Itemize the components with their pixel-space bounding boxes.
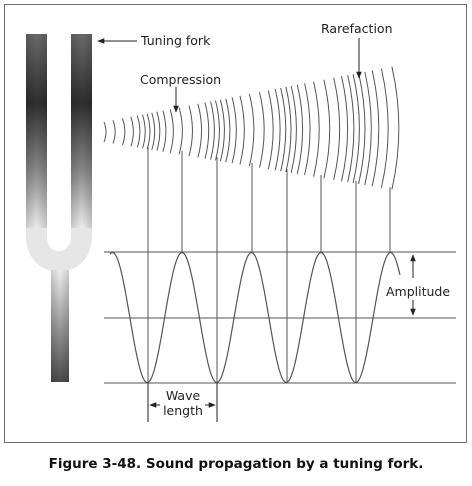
label-length: length <box>163 403 203 418</box>
wave-arc <box>341 76 349 182</box>
wave-arc <box>333 77 341 181</box>
wave-arc <box>347 74 355 183</box>
wave-arc <box>210 101 215 160</box>
wave-arc <box>248 93 255 167</box>
wave-arc <box>130 116 134 147</box>
wave-arc <box>285 86 292 173</box>
wave-arc <box>280 87 287 172</box>
wave-arc <box>151 112 156 151</box>
wave-arc <box>380 68 389 188</box>
wave-arc <box>162 110 167 152</box>
wave-arc <box>371 70 380 187</box>
tuning-fork-illustration <box>26 34 92 382</box>
wave-arc <box>239 95 245 165</box>
wave-arc <box>296 84 304 175</box>
wave-arc <box>204 102 210 159</box>
sine-wave <box>109 251 401 384</box>
wave-arc <box>259 91 265 168</box>
wave-arc <box>178 107 183 155</box>
wave-arc <box>323 79 331 179</box>
label-amplitude: Amplitude <box>386 284 450 299</box>
wave-arc <box>364 71 372 186</box>
wave-arc <box>169 109 174 154</box>
wave-arc <box>103 121 107 143</box>
wave-arc <box>358 72 366 185</box>
horizontal-lines <box>104 251 456 384</box>
wave-arc <box>142 114 146 149</box>
wave-arc <box>112 120 116 144</box>
wave-arc <box>146 113 151 150</box>
label-compression: Compression <box>140 72 221 87</box>
wave-arc <box>352 73 360 184</box>
wave-arc <box>391 66 400 190</box>
sound-wave-arcs <box>103 66 400 190</box>
reference-lines <box>147 145 391 383</box>
wave-arc <box>122 118 126 146</box>
wave-arc <box>231 97 237 164</box>
wave-arc <box>136 115 141 148</box>
fork-bend <box>26 228 92 272</box>
label-rarefaction: Rarefaction <box>321 21 393 36</box>
wave-arc <box>290 85 297 174</box>
wave-arc <box>156 111 161 151</box>
label-leaders <box>97 38 416 422</box>
label-wave: Wave <box>166 388 201 403</box>
wave-arc <box>219 99 225 162</box>
figure-caption: Figure 3-48. Sound propagation by a tuni… <box>48 456 424 472</box>
wave-arc <box>267 90 274 170</box>
wave-arc <box>188 105 193 157</box>
wave-arc <box>304 83 311 176</box>
wave-arc <box>225 98 231 163</box>
wave-arc <box>313 81 320 177</box>
wave-arc <box>215 100 220 161</box>
wave-arc <box>197 103 203 158</box>
label-tuning-fork: Tuning fork <box>140 33 211 48</box>
wave-arc <box>274 88 281 171</box>
